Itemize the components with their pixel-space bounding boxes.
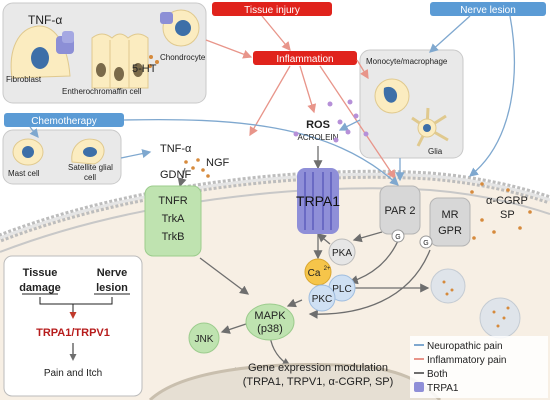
calcium-node: Ca 2+ — [304, 258, 332, 286]
satellite-glial-cell-icon — [71, 138, 105, 165]
tnfr-trk-receptor: TNFR TrkA TrkB — [144, 185, 202, 257]
par2-g-protein: G — [395, 234, 400, 241]
summary-outcome: Pain and Itch — [44, 368, 102, 379]
chondrocyte-label: Chondrocyte — [160, 53, 206, 62]
calcium-label: Ca — [308, 268, 321, 279]
legend-inflammatory-label: Inflammatory pain — [427, 355, 506, 366]
fibroblast-label: Fibroblast — [6, 75, 42, 84]
inflammation-banner: Inflammation — [253, 51, 357, 65]
legend-both-label: Both — [427, 369, 448, 380]
mapk-label: MAPK — [254, 310, 286, 322]
trpa1-label: TRPA1 — [296, 193, 340, 209]
legend-neuropathic: Neuropathic pain — [414, 341, 503, 352]
sp-label: SP — [500, 209, 515, 221]
monocyte-cell-icon — [374, 78, 410, 114]
gpr-label: GPR — [438, 225, 462, 237]
chemotherapy-label: Chemotherapy — [31, 116, 97, 127]
top-left-cell-panel: TNF-α 5-HT Fibroblast Chondrocyte Enther… — [2, 2, 207, 104]
summary-box: Tissue damage Nerve lesion TRPA1/TRPV1 P… — [3, 255, 143, 397]
pkc-label: PKC — [312, 294, 333, 305]
mediator-tnf-label: TNF-α — [160, 143, 192, 155]
mediator-group: TNF-α NGF GDNF ROS ACROLEIN α-CGRP SP — [160, 99, 532, 240]
glia-label: Glia — [428, 147, 443, 156]
trkb-label: TrkB — [162, 231, 185, 243]
tnfr-label: TNFR — [158, 195, 187, 207]
legend-trpa1-label: TRPA1 — [427, 383, 459, 394]
fibroblast-cell-icon — [10, 25, 71, 79]
tnf-label: TNF-α — [28, 13, 62, 27]
inflammation-label: Inflammation — [276, 54, 333, 65]
vesicle-group — [430, 268, 521, 339]
cgrp-label: α-CGRP — [486, 195, 528, 207]
mr-gpr-receptor: MR GPR G — [419, 197, 471, 249]
legend: Neuropathic pain Inflammatory pain Both … — [410, 336, 548, 398]
legend-inflammatory: Inflammatory pain — [414, 355, 506, 366]
trka-label: TrkA — [162, 213, 185, 225]
chemotherapy-banner: Chemotherapy — [4, 113, 124, 127]
summary-lesion: lesion — [96, 282, 128, 294]
mapk-node: MAPK (p38) — [245, 303, 295, 341]
chondrocyte-cell-icon — [160, 9, 200, 47]
gene-expression-line1: Gene expression modulation — [248, 362, 388, 374]
ht5-dots — [148, 55, 159, 68]
mediator-gdnf-label: GDNF — [160, 169, 191, 181]
monocyte-label: Monocyte/macrophage — [366, 57, 448, 66]
mast-cell-icon — [12, 138, 44, 166]
nerve-lesion-banner: Nerve lesion — [430, 2, 546, 16]
plc-label: PLC — [332, 284, 351, 295]
pka-node: PKA — [328, 238, 356, 266]
mediator-ngf-label: NGF — [206, 157, 230, 169]
tissue-injury-banner: Tissue injury — [212, 2, 332, 16]
ros-label: ROS — [306, 119, 330, 131]
jnk-node: JNK — [188, 322, 220, 354]
summary-tissue: Tissue — [23, 267, 58, 279]
nerve-lesion-label: Nerve lesion — [460, 5, 516, 16]
summary-nerve: Nerve — [97, 267, 128, 279]
ht5-label: 5-HT — [132, 63, 157, 75]
calcium-charge: 2+ — [324, 266, 331, 272]
trpa1-channel: TRPA1 — [296, 168, 340, 234]
trpa1-legend-icon — [414, 382, 424, 392]
gene-expression-line2: (TRPA1, TRPV1, α-CGRP, SP) — [243, 376, 394, 388]
ros-dots — [293, 99, 369, 143]
summary-channels: TRPA1/TRPV1 — [36, 327, 110, 339]
gpr-g-protein: G — [423, 240, 428, 247]
par2-label: PAR 2 — [385, 205, 416, 217]
mediator-dots — [184, 158, 210, 178]
pathway-arrows — [29, 15, 515, 394]
par2-receptor: PAR 2 G — [379, 185, 421, 243]
acrolein-label: ACROLEIN — [298, 133, 339, 142]
enterochromaffin-cell-icon — [91, 33, 149, 89]
mr-label: MR — [441, 209, 458, 221]
summary-damage: damage — [19, 282, 61, 294]
p38-label: (p38) — [257, 323, 283, 335]
satellite-label-line1: Satellite glial — [68, 163, 113, 172]
legend-neuropathic-label: Neuropathic pain — [427, 341, 503, 352]
plc-node: PLC — [328, 274, 356, 302]
glia-nucleus — [423, 124, 431, 132]
enterochromaffin-label: Entherochromaffin cell — [62, 87, 142, 96]
legend-trpa1: TRPA1 — [414, 382, 459, 394]
mast-cell-label: Mast cell — [8, 169, 40, 178]
jnk-label: JNK — [195, 334, 214, 345]
top-right-cell-panel: Monocyte/macrophage Glia — [359, 49, 464, 159]
tissue-injury-label: Tissue injury — [244, 5, 300, 16]
tnf-receptor-cluster-icon — [56, 31, 74, 54]
chemotherapy-cell-panel: Mast cell Satellite glial cell — [2, 129, 122, 185]
pkc-node: PKC — [308, 284, 336, 312]
legend-both: Both — [414, 369, 448, 380]
satellite-label-line2: cell — [84, 173, 96, 182]
pka-label: PKA — [332, 248, 352, 259]
